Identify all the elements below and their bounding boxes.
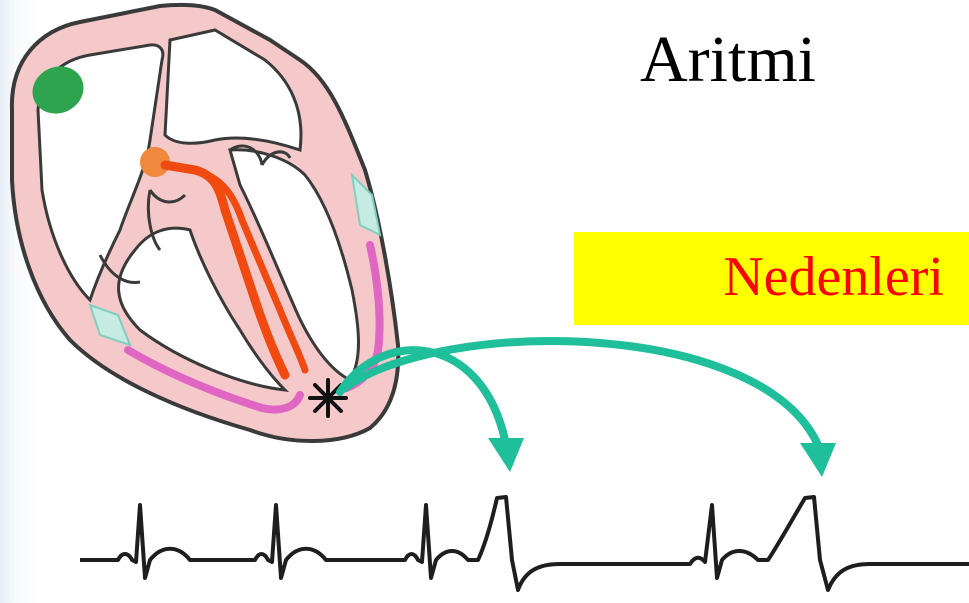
ecg-trace <box>80 497 969 590</box>
causes-label: Nedenleri <box>723 244 944 310</box>
arrow-head-icon <box>488 438 524 472</box>
arrow-to-second-ectopic-beat <box>345 341 818 445</box>
slide-title: Aritmi <box>640 20 816 100</box>
arrow-head-icon <box>800 443 836 477</box>
causes-box: Nedenleri <box>574 232 969 325</box>
